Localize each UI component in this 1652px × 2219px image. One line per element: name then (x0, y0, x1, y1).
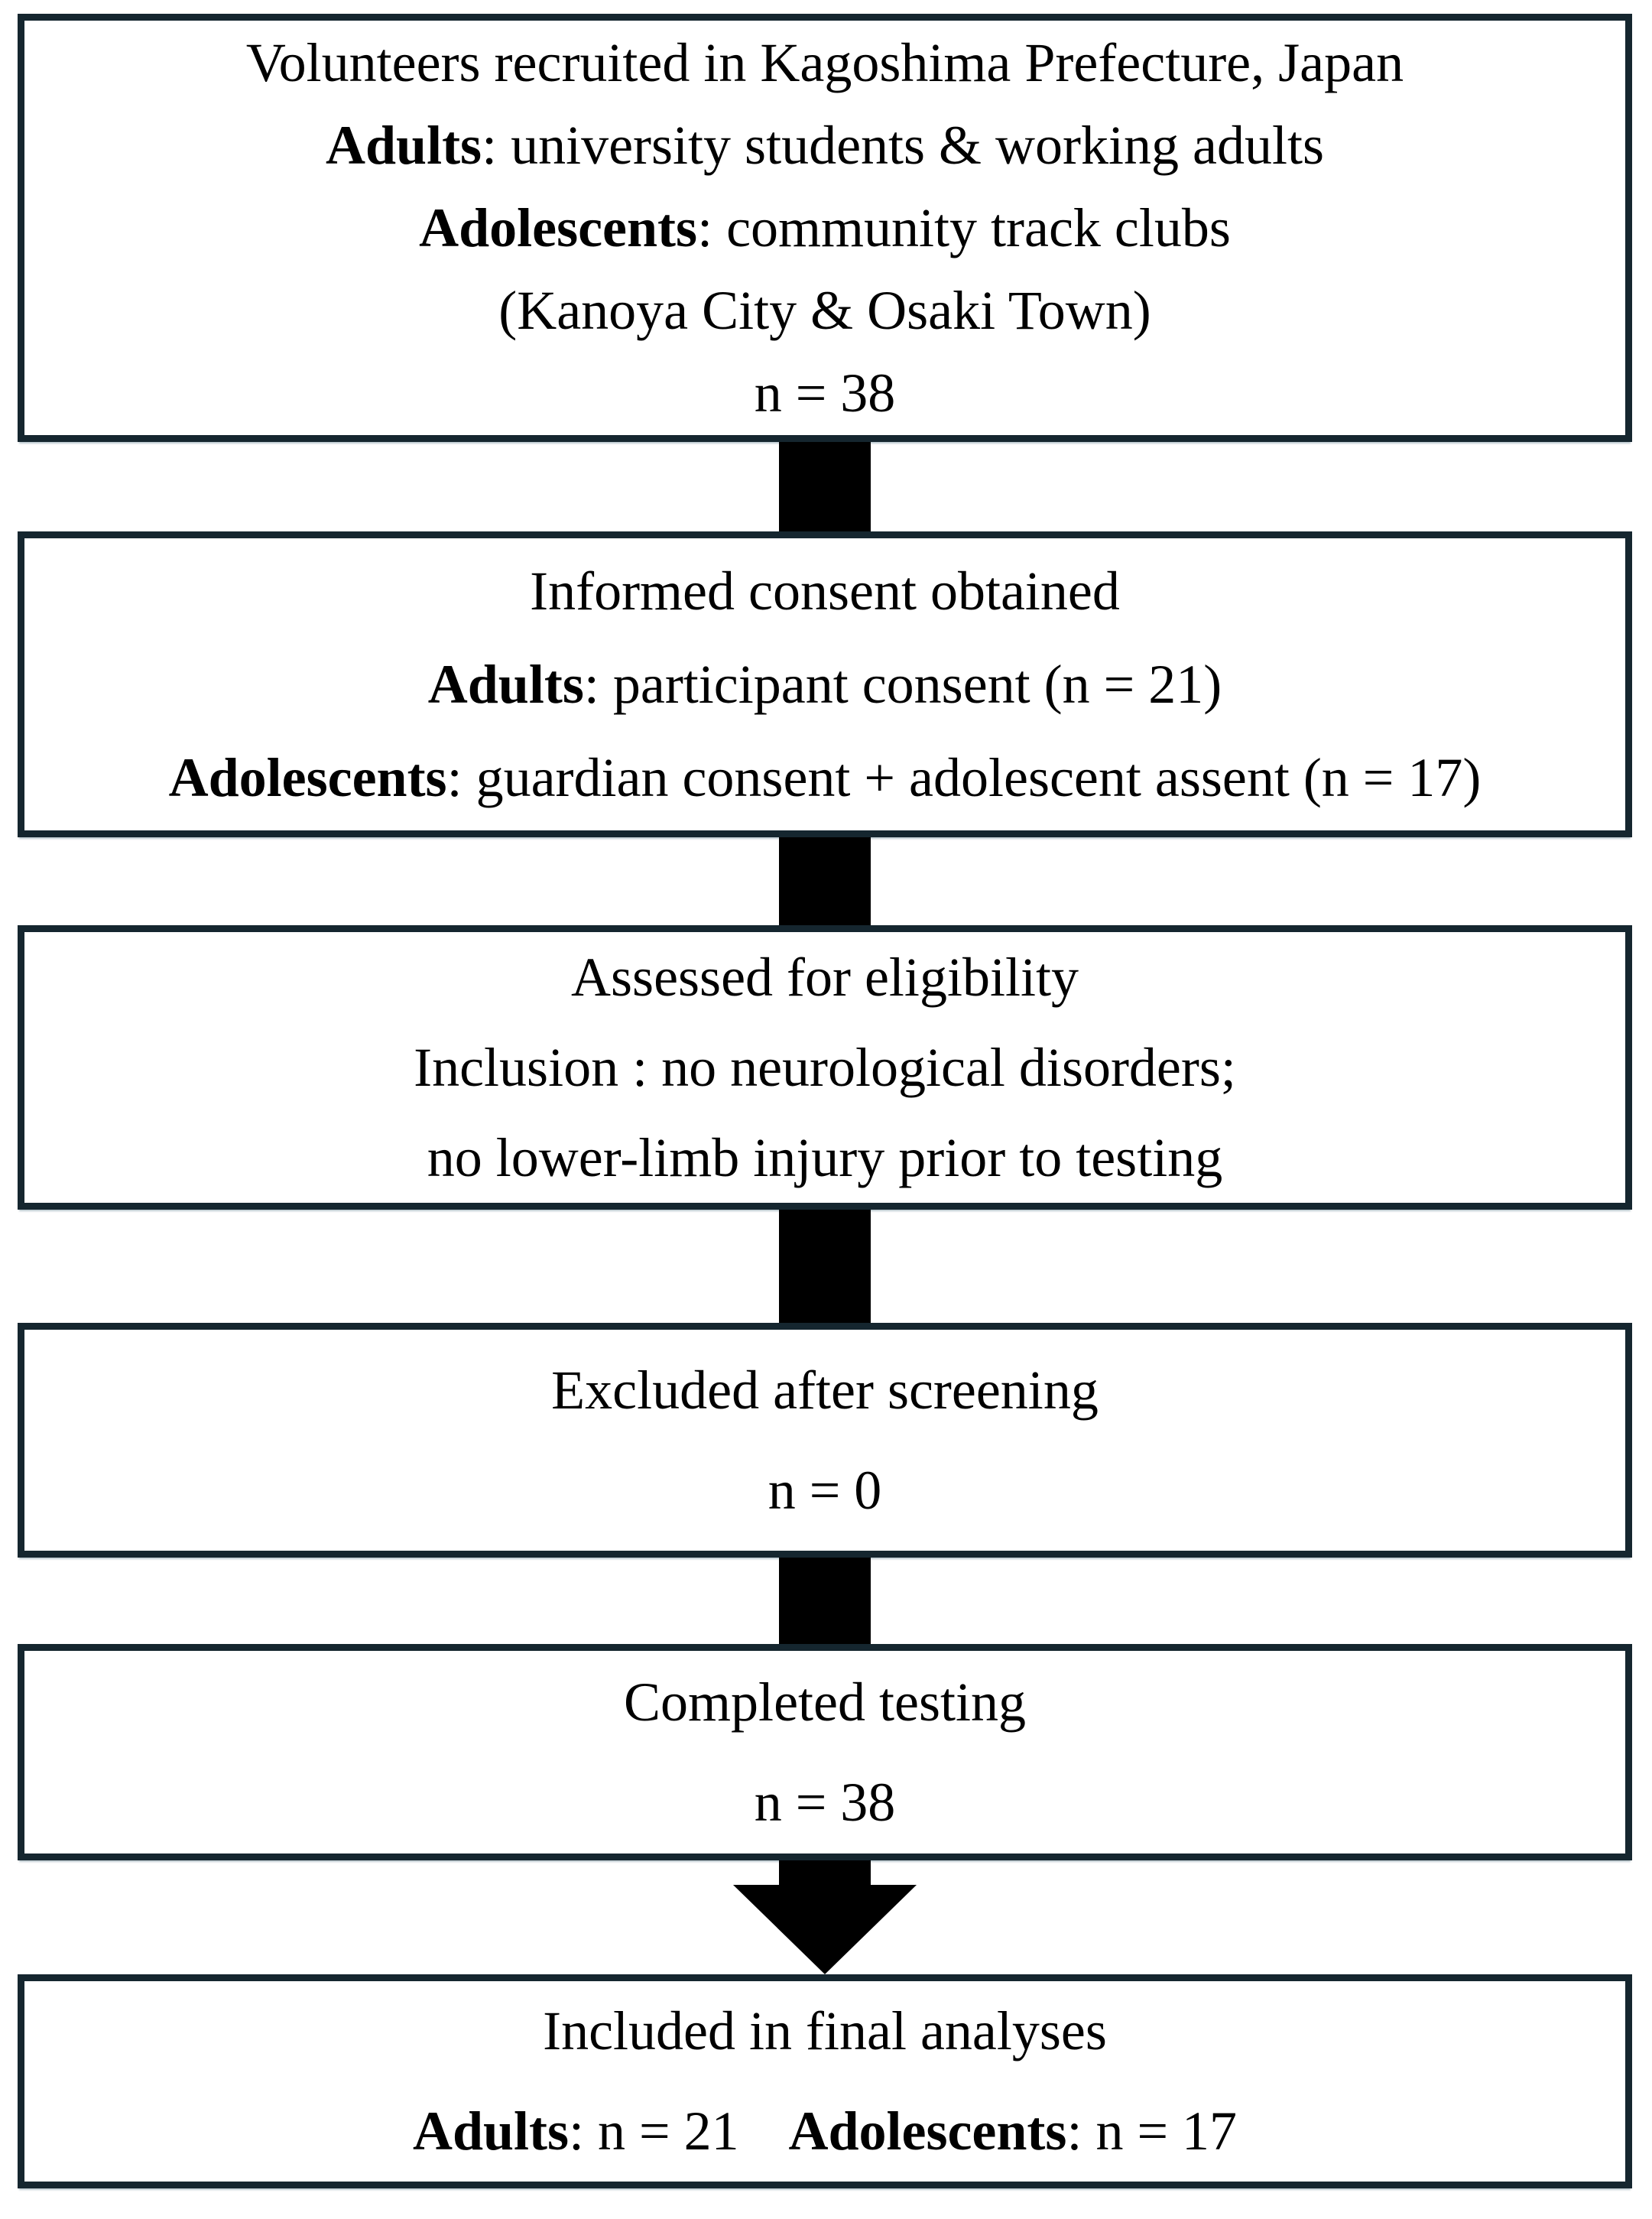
box-text-line: no lower-limb injury prior to testing (24, 1113, 1625, 1203)
line-text: : university students & working adults (482, 115, 1325, 176)
line-text: Included in final analyses (543, 2000, 1107, 2061)
line-text: : participant consent (n = 21) (583, 654, 1222, 715)
sample-size-text: n = 38 (24, 352, 1625, 434)
line-text: Inclusion : no neurological disorders; (414, 1037, 1236, 1098)
adolescents-label: Adolescents (788, 2100, 1067, 2162)
adolescents-label: Adolescents (168, 747, 447, 808)
line-text: no lower-limb injury prior to testing (427, 1127, 1223, 1188)
arrow-down-icon (733, 1860, 917, 1974)
arrow-stem (779, 1860, 871, 1885)
flow-box-consent: Informed consent obtained Adults: partic… (18, 531, 1632, 837)
adults-label: Adults (325, 115, 482, 176)
box-text-line: Completed testing (24, 1652, 1625, 1753)
connector-bar (779, 837, 871, 925)
line-text: Excluded after screening (551, 1359, 1099, 1421)
flow-box-completed: Completed testing n = 38 (18, 1644, 1632, 1860)
line-text: Informed consent obtained (530, 560, 1120, 622)
box-text-line: Adults: university students & working ad… (24, 104, 1625, 187)
box-text-line: Adults: participant consent (n = 21) (24, 638, 1625, 731)
sample-size-text: n = 0 (24, 1441, 1625, 1541)
adults-label: Adults (412, 2100, 570, 2162)
box-text-line: Adults: n = 21 Adolescents: n = 17 (24, 2081, 1625, 2182)
line-text: Completed testing (624, 1671, 1026, 1733)
sample-size-text: n = 38 (24, 1753, 1625, 1853)
box-text-line: Adolescents: community track clubs (24, 187, 1625, 269)
flow-box-eligibility: Assessed for eligibility Inclusion : no … (18, 925, 1632, 1210)
line-text: : n = 21 (569, 2100, 739, 2162)
connector-bar (779, 442, 871, 531)
arrow-head (733, 1885, 917, 1974)
box-text-line: Included in final analyses (24, 1981, 1625, 2081)
connector-bar (779, 1210, 871, 1323)
box-text-line: Informed consent obtained (24, 544, 1625, 638)
line-text: Volunteers recruited in Kagoshima Prefec… (245, 32, 1404, 93)
line-text: n = 0 (768, 1459, 882, 1521)
line-text: : community track clubs (697, 197, 1231, 258)
line-text: : n = 17 (1066, 2100, 1238, 2162)
box-text-line: Inclusion : no neurological disorders; (24, 1022, 1625, 1113)
flow-box-excluded: Excluded after screening n = 0 (18, 1323, 1632, 1558)
connector-bar (779, 1558, 871, 1644)
box-text-line: (Kanoya City & Osaki Town) (24, 269, 1625, 352)
line-text: Assessed for eligibility (571, 947, 1079, 1008)
box-text-line: Adolescents: guardian consent + adolesce… (24, 731, 1625, 824)
line-text: : guardian consent + adolescent assent (… (446, 747, 1482, 808)
adults-label: Adults (427, 654, 584, 715)
box-text-line: Volunteers recruited in Kagoshima Prefec… (24, 21, 1625, 104)
line-text: n = 38 (754, 362, 896, 424)
adolescents-label: Adolescents (419, 197, 698, 258)
box-text-line: Assessed for eligibility (24, 932, 1625, 1022)
line-text: n = 38 (754, 1771, 896, 1833)
flow-box-recruitment: Volunteers recruited in Kagoshima Prefec… (18, 14, 1632, 442)
box-text-line: Excluded after screening (24, 1340, 1625, 1441)
flow-box-final-analyses: Included in final analyses Adults: n = 2… (18, 1974, 1632, 2188)
line-text: (Kanoya City & Osaki Town) (498, 280, 1151, 341)
